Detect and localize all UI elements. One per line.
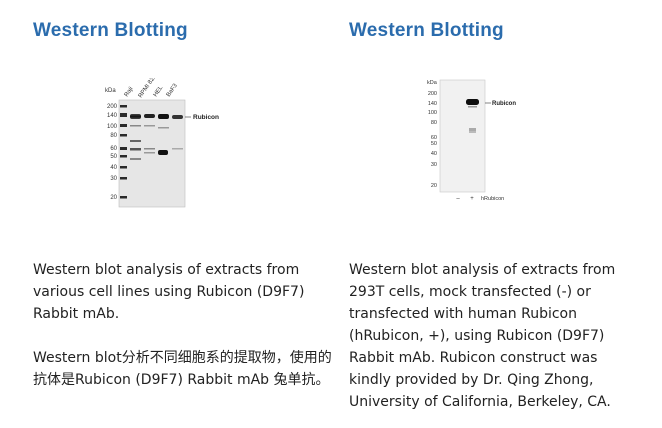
left-caption-en: Western blot analysis of extracts from v… [33,262,305,322]
right-lane-minus: – [456,196,460,202]
right-heading: Western Blotting [349,20,504,41]
right-marker: 140 [428,101,437,107]
left-blot-figure: kDa Raji RPMI 8226 HEL BaF3 200 [105,71,255,222]
left-marker: 40 [110,165,117,171]
right-marker: 50 [431,141,437,147]
left-marker: 100 [107,124,118,130]
right-marker: 100 [428,110,437,116]
left-marker: 50 [110,154,117,160]
right-caption-en: Western blot analysis of extracts from 2… [349,262,616,410]
right-bands [466,99,479,133]
right-band-label: Rubicon [492,101,516,107]
left-ladder [120,105,127,199]
right-membrane [439,79,486,193]
left-band-label: Rubicon [193,114,219,121]
left-lane-label: BaF3 [166,82,180,98]
right-blot-figure: kDa 200 140 100 80 60 50 40 30 20 [425,76,535,210]
right-marker: 80 [431,120,437,126]
right-lane-plus: + [470,196,474,202]
right-marker: 20 [431,183,437,189]
right-marker: 60 [431,135,437,141]
left-lane-label: Raji [124,86,135,98]
left-caption: Western blot analysis of extracts from v… [33,259,333,391]
right-panel: Western Blotting kDa 200 140 100 80 60 5… [349,0,659,428]
right-caption: Western blot analysis of extracts from 2… [349,259,641,413]
left-marker: 30 [110,176,117,182]
left-marker: 200 [107,104,118,110]
right-kda-label: kDa [427,80,438,86]
left-marker: 140 [107,113,118,119]
right-marker: 40 [431,151,437,157]
left-panel: Western Blotting kDa Raji RPMI 8226 HEL … [33,0,343,428]
left-bands [130,114,183,160]
left-lane-label: HEL [153,85,165,99]
right-marker: 200 [428,91,437,97]
left-marker: 20 [110,195,117,201]
left-kda-label: kDa [105,88,116,94]
left-blot-image: kDa Raji RPMI 8226 HEL BaF3 200 [105,71,219,208]
left-marker: 80 [110,133,117,139]
left-heading: Western Blotting [33,20,188,41]
left-caption-zh: Western blot分析不同细胞系的提取物，使用的抗体是Rubicon (D… [33,350,332,388]
left-marker: 60 [110,146,117,152]
right-blot-image: kDa 200 140 100 80 60 50 40 30 20 [427,79,516,202]
right-marker: 30 [431,162,437,168]
right-lane-axis-label: hRubicon [481,196,504,202]
